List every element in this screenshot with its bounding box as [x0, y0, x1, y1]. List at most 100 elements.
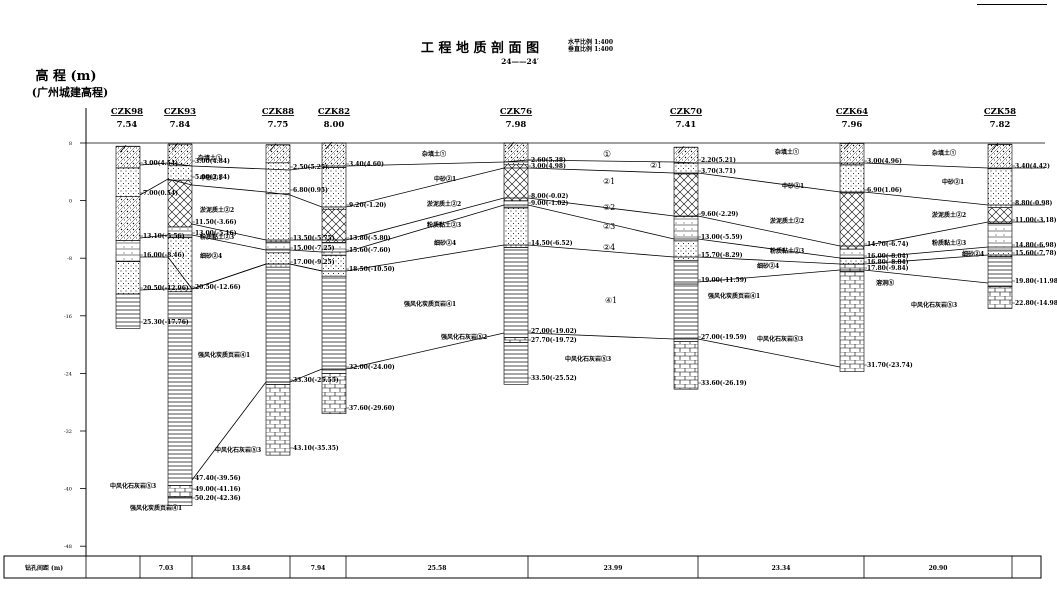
stratum-segment [167, 496, 193, 506]
borehole-czk82: CZK828.003.40(4.60)9.20(-1.20)13.80(-5.8… [318, 107, 395, 415]
borehole-id: CZK88 [262, 107, 294, 117]
depth-label: 27.00(-19.02) [531, 328, 577, 335]
distance-value: 23.99 [604, 565, 623, 572]
stratum-segment [321, 208, 347, 243]
stratum-segment [321, 275, 347, 374]
depth-label: 13.50(-5.75) [293, 235, 335, 242]
layer-label: 细砂②4 [962, 250, 984, 258]
depth-label: 3.40(4.42) [1015, 163, 1050, 170]
borehole-id: CZK82 [318, 107, 350, 117]
surface-mark [116, 145, 140, 153]
stratum-segment [321, 142, 347, 168]
layer-label: 杂填土① [932, 149, 956, 157]
depth-label: 2.50(5.25) [293, 164, 328, 171]
borehole-elevation: 7.98 [506, 120, 527, 130]
stratum-segment [839, 192, 865, 250]
layer-label: 杂填土① [775, 148, 799, 156]
borehole-id: CZK93 [164, 107, 196, 117]
depth-label: 25.30(-17.76) [143, 319, 189, 326]
layer-label: 中砂②1 [200, 174, 222, 182]
stratum-segment [673, 146, 699, 164]
depth-label: 15.00(-7.25) [293, 245, 335, 252]
layer-label: 杂填土① [422, 150, 446, 158]
borehole-elevation: 7.84 [170, 120, 191, 130]
surface-mark [266, 143, 290, 152]
borehole-elevation: 8.00 [324, 120, 345, 130]
borehole-id: CZK58 [984, 107, 1016, 117]
boreholes: CZK987.543.00(4.54)7.00(0.54)13.10(-5.56… [111, 107, 1057, 506]
stratum-segment [839, 164, 865, 194]
depth-label: 3.00(4.84) [195, 158, 230, 165]
depth-label: 33.60(-26.19) [701, 380, 747, 387]
depth-label: 20.50(-12.96) [143, 285, 189, 292]
stratum-segment [321, 242, 347, 256]
stratum-segment [503, 337, 529, 343]
stratum-segment [115, 293, 141, 329]
borehole-czk58: CZK587.823.40(4.42)8.80(-0.98)11.00(-3.1… [984, 107, 1057, 309]
depth-label: 9.60(-2.29) [701, 211, 739, 218]
depth-label: 13.80(-5.80) [349, 235, 391, 242]
depth-label: 6.80(0.95) [293, 187, 328, 194]
borehole-elevation: 7.82 [990, 120, 1011, 130]
depth-label: 14.50(-6.52) [531, 240, 573, 247]
borehole-elevation: 7.54 [117, 120, 138, 130]
depth-label: 9.00(-1.02) [531, 200, 569, 207]
stratum-segment [167, 291, 193, 486]
depth-label: 22.80(-14.98) [1015, 300, 1057, 307]
borehole-id: CZK76 [500, 107, 532, 117]
surface-mark [168, 142, 192, 151]
section-title: 工 程 地 质 剖 面 图 [421, 40, 539, 56]
layer-label: 强风化炭质页岩④1 [130, 504, 182, 512]
stratum-segment [503, 207, 529, 248]
stratum-segment [167, 485, 193, 498]
layer-marker: ②3 [603, 222, 615, 231]
borehole-czk98: CZK987.543.00(4.54)7.00(0.54)13.10(-5.56… [111, 107, 189, 329]
depth-label: 33.50(-25.52) [531, 375, 577, 382]
distance-value: 23.34 [772, 565, 791, 572]
depth-label: 37.60(-29.60) [349, 405, 395, 412]
depth-label: 43.10(-35.35) [293, 445, 339, 452]
stratum-segment [503, 142, 529, 163]
layer-label: 粉质黏土②3 [770, 247, 804, 255]
scale-note-v: 垂直比例 1:400 [568, 45, 613, 53]
stratum-segment [839, 248, 865, 259]
y-tick-label: 8 [69, 141, 72, 147]
layer-marker: ②1 [603, 177, 615, 186]
depth-label: 11.00(-3.18) [1015, 217, 1057, 224]
layer-label: 中风化石灰岩⑤3 [757, 335, 803, 343]
borehole-czk88: CZK887.752.50(5.25)6.80(0.95)13.50(-5.75… [262, 107, 339, 456]
layer-labels: 杂填土① 中砂②1 淤泥质土②2 粉质黏土②3 细砂②4 强风化炭质页岩④1 强… [110, 148, 984, 512]
borehole-czk76: CZK767.982.60(5.38)3.00(4.98)8.00(-0.02)… [500, 107, 577, 385]
layer-label: 强风化炭质页岩④1 [708, 292, 760, 300]
stratum-segment [987, 143, 1013, 170]
borehole-czk70: CZK707.412.20(5.21)3.70(3.71)9.60(-2.29)… [670, 107, 747, 390]
depth-label: 15.60(-7.60) [349, 247, 391, 254]
stratum-segment [987, 256, 1013, 288]
distance-value: 13.84 [232, 565, 251, 572]
stratum-segment [115, 146, 141, 169]
stratum-segment [115, 261, 141, 295]
surface-mark [840, 142, 864, 150]
stratum-segment [987, 168, 1013, 208]
layer-label: 粉质黏土②3 [932, 239, 966, 247]
depth-label: 16.00(-8.04) [867, 253, 909, 260]
depth-label: 3.00(4.54) [143, 160, 178, 167]
stratum-segment [987, 286, 1013, 309]
layer-marker: ②4 [603, 243, 615, 252]
depth-label: 3.00(4.96) [867, 158, 902, 165]
layer-label: 中风化石灰岩⑤3 [565, 355, 611, 363]
layer-label: 淤泥质土②2 [200, 206, 234, 214]
depth-label: 49.00(-41.16) [195, 486, 241, 493]
depth-label: 2.60(5.38) [531, 157, 566, 164]
elevation-sublabel: (广州城建高程) [32, 85, 108, 99]
stratum-segment [987, 207, 1013, 224]
layer-label: 淤泥质土②2 [427, 200, 461, 208]
layer-label: 中砂②1 [782, 182, 804, 190]
layer-marker: ②2 [603, 203, 615, 212]
stratum-segment [167, 179, 193, 228]
elevation-axis: 80-8-16-24-32-40-48 [64, 108, 87, 556]
stratum-segment [839, 258, 865, 265]
stratum-segment [115, 167, 141, 198]
